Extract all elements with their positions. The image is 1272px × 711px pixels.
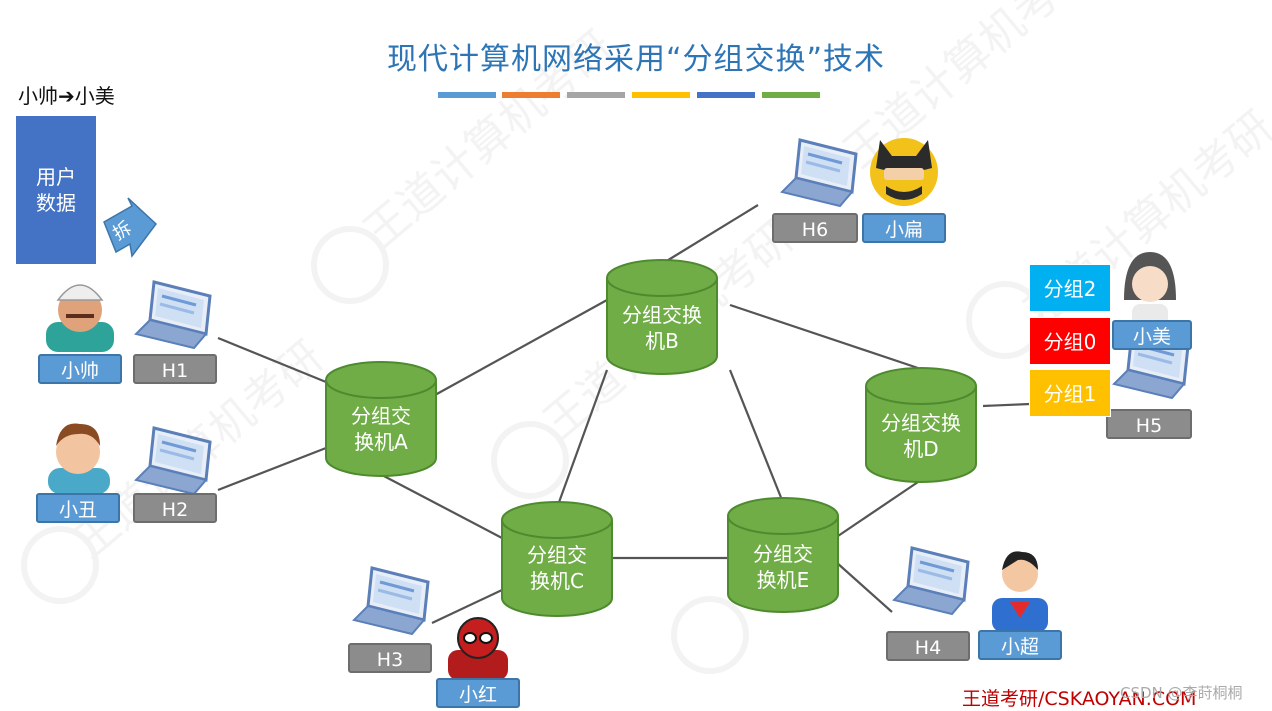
link-h2-a	[217, 446, 327, 492]
host-h4-tag: H4	[886, 631, 970, 661]
link-a-c	[379, 473, 503, 539]
title-decoration	[438, 92, 820, 98]
split-arrow: 拆	[103, 197, 158, 258]
link-a-b	[434, 299, 608, 396]
avatar-xiaobian-icon	[870, 138, 938, 206]
arrow-right-icon: ➔	[58, 84, 75, 108]
avatar-xiaochao-icon	[992, 551, 1048, 632]
link-b-c	[556, 369, 609, 506]
switch-a-label: 分组交 换机A	[351, 404, 411, 454]
host-h2-tag: H2	[133, 493, 217, 523]
avatar-xiaoshuai-icon	[46, 284, 114, 352]
avatar-xiaomei-icon	[1124, 252, 1176, 326]
person-xiaomei-tag: 小美	[1112, 320, 1192, 350]
packet-2: 分组2	[1029, 264, 1111, 312]
person-xiaoshuai-tag: 小帅	[38, 354, 122, 384]
link-d-h5	[982, 402, 1031, 408]
laptop-h6-icon	[780, 138, 858, 208]
link-e-h4	[835, 561, 893, 613]
link-h1-a	[217, 336, 327, 384]
user-data-block: 用户 数据	[16, 116, 96, 264]
laptop-h1-icon	[134, 280, 212, 350]
packet-1: 分组1	[1029, 369, 1111, 417]
switch-b-label: 分组交换 机B	[622, 303, 702, 353]
host-h1-tag: H1	[133, 354, 217, 384]
page-title: 现代计算机网络采用“分组交换”技术	[386, 42, 886, 77]
flow-from: 小帅	[18, 84, 58, 108]
host-h3-tag: H3	[348, 643, 432, 673]
link-e-d	[837, 481, 919, 537]
avatar-xiaohong-icon	[448, 617, 508, 680]
flow-to: 小美	[74, 84, 115, 108]
switch-c-label: 分组交 换机C	[527, 543, 587, 593]
packet-0: 分组0	[1029, 317, 1111, 365]
link-b-d	[729, 303, 919, 370]
host-h6-tag: H6	[772, 213, 858, 243]
flow-caption: 小帅➔小美	[18, 80, 115, 109]
link-b-e	[728, 369, 784, 501]
link-b-h6	[664, 204, 759, 263]
switch-e-label: 分组交 换机E	[753, 542, 813, 592]
footer-brand: 王道考研/CSKAOYAN.COM	[962, 688, 1197, 710]
laptop-h4-icon	[892, 546, 970, 616]
laptop-h3-icon	[352, 566, 430, 636]
avatar-xiaochou-icon	[48, 423, 110, 494]
person-xiaohong-tag: 小红	[436, 678, 520, 708]
link-h3-c	[431, 589, 503, 624]
host-h5-tag: H5	[1106, 409, 1192, 439]
switch-d-label: 分组交换 机D	[881, 411, 961, 461]
person-xiaochou-tag: 小丑	[36, 493, 120, 523]
footer-credit: CSDN @李莳桐桐	[1120, 684, 1243, 702]
person-xiaochao-tag: 小超	[978, 630, 1062, 660]
watermark-text-2: 王道计算机考研	[834, 0, 1103, 178]
person-xiaobian-tag: 小扁	[862, 213, 946, 243]
user-data-label: 用户 数据	[36, 165, 76, 215]
links	[217, 204, 1031, 624]
